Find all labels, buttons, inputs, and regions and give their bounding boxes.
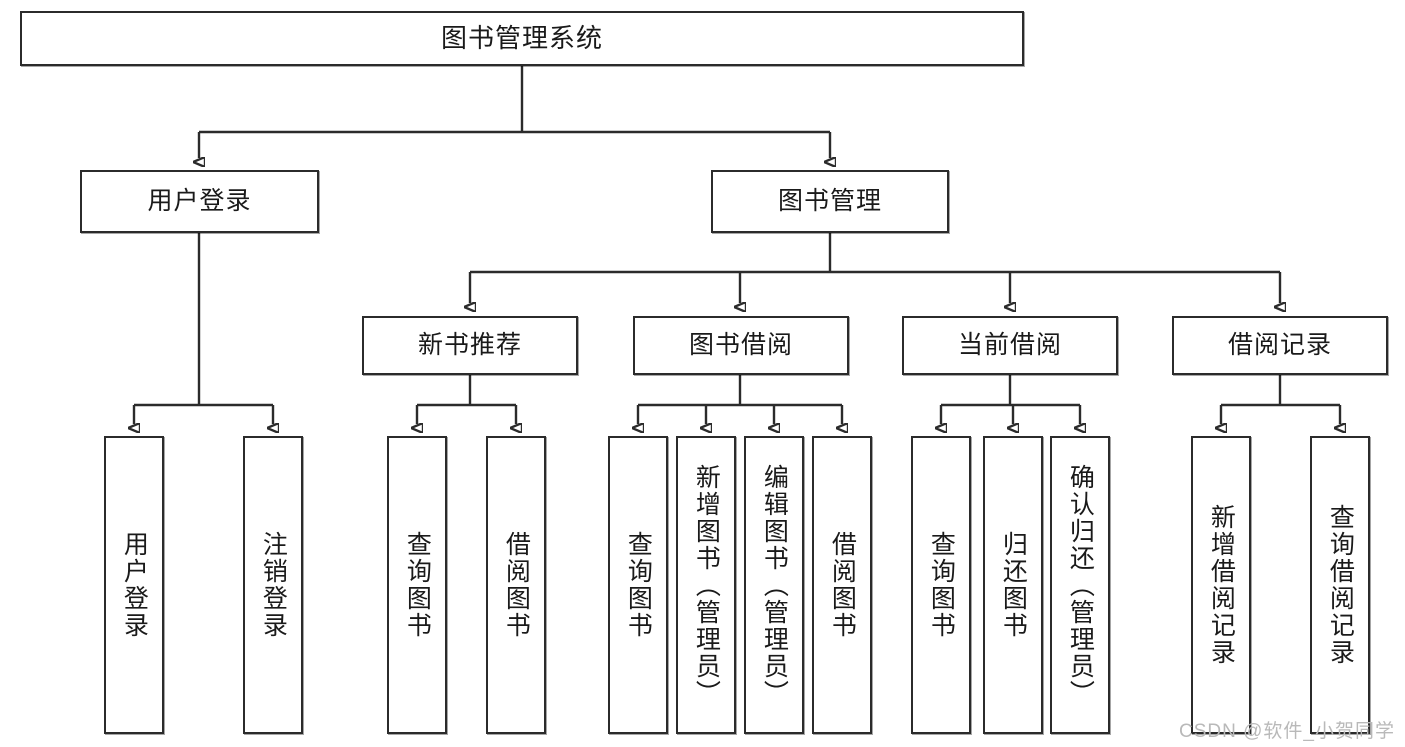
leaf-return-book[interactable]: 归还图书: [983, 436, 1043, 734]
node-root-system[interactable]: 图书管理系统: [20, 11, 1024, 66]
leaf-borrow-book-recommend[interactable]: 借阅图书: [486, 436, 546, 734]
node-book-borrow[interactable]: 图书借阅: [633, 316, 849, 375]
leaf-query-borrow-record[interactable]: 查询借阅记录: [1310, 436, 1370, 734]
node-book-management[interactable]: 图书管理: [711, 170, 949, 233]
leaf-borrow-book[interactable]: 借阅图书: [812, 436, 872, 734]
leaf-query-book-borrow[interactable]: 查询图书: [608, 436, 668, 734]
node-new-book-recommend[interactable]: 新书推荐: [362, 316, 578, 375]
leaf-query-book-current[interactable]: 查询图书: [911, 436, 971, 734]
leaf-add-book-admin[interactable]: 新增图书（管理员）: [676, 436, 736, 734]
node-current-borrow[interactable]: 当前借阅: [902, 316, 1118, 375]
leaf-confirm-return-admin[interactable]: 确认归还（管理员）: [1050, 436, 1110, 734]
leaf-query-book-recommend[interactable]: 查询图书: [387, 436, 447, 734]
leaf-logout[interactable]: 注销登录: [243, 436, 303, 734]
leaf-edit-book-admin[interactable]: 编辑图书（管理员）: [744, 436, 804, 734]
watermark-text: CSDN @软件_小贺同学: [1179, 721, 1395, 742]
node-borrow-records[interactable]: 借阅记录: [1172, 316, 1388, 375]
leaf-add-borrow-record[interactable]: 新增借阅记录: [1191, 436, 1251, 734]
node-user-login[interactable]: 用户登录: [80, 170, 319, 233]
leaf-user-login[interactable]: 用户登录: [104, 436, 164, 734]
